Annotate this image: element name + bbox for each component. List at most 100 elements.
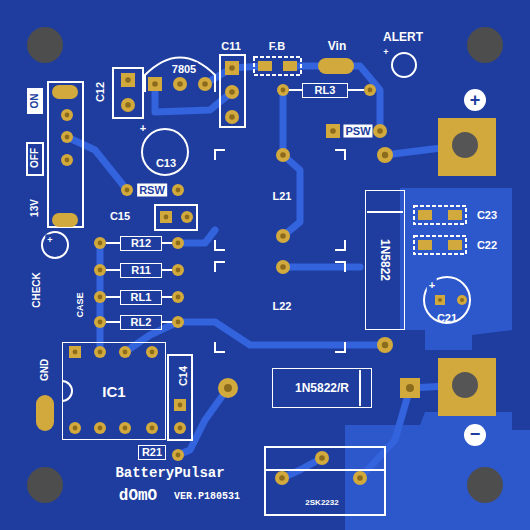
transistor-outline xyxy=(265,447,385,515)
led-outline xyxy=(392,53,416,77)
round-pad xyxy=(172,264,184,276)
round-pad xyxy=(146,422,158,434)
part-label: 2SK2232 xyxy=(303,498,340,508)
copper-trace xyxy=(67,137,127,190)
square-pad xyxy=(148,77,162,91)
board-title: BatteryPulsar xyxy=(113,465,226,481)
drill-hole xyxy=(185,215,190,220)
round-pad xyxy=(121,98,135,112)
polarity-mark: + xyxy=(45,235,54,246)
round-pad xyxy=(69,422,81,434)
smd-outline xyxy=(414,206,466,224)
capacitor-outline xyxy=(220,55,245,127)
part-label: R12 xyxy=(131,238,151,249)
inductor-outline xyxy=(215,262,345,352)
drill-hole xyxy=(382,152,388,158)
smd-pad xyxy=(258,61,272,71)
part-label: C22 xyxy=(475,239,499,252)
copper-trace xyxy=(283,264,360,271)
round-pad xyxy=(94,291,106,303)
terminal-pad xyxy=(438,358,496,416)
oval-pad xyxy=(318,58,354,74)
drill-hole xyxy=(98,426,103,431)
drill-hole xyxy=(406,384,414,392)
ic-outline: IC1 xyxy=(62,342,166,440)
part-label: R21 xyxy=(142,447,162,458)
oval-pad xyxy=(52,213,78,227)
drill-hole xyxy=(224,384,232,392)
drill-hole xyxy=(377,128,383,134)
inductor-outline xyxy=(215,150,345,250)
switch-outline xyxy=(48,82,83,227)
round-pad xyxy=(276,148,290,162)
drill-hole xyxy=(368,88,373,93)
mounting-hole xyxy=(27,27,63,63)
resistor-box: R11 xyxy=(120,263,162,278)
drill-hole xyxy=(460,298,464,302)
part-label: L21 xyxy=(271,190,294,203)
polarity-mark: + xyxy=(138,122,148,135)
round-pad xyxy=(364,84,376,96)
drill-hole xyxy=(98,295,103,300)
round-pad xyxy=(275,471,289,485)
part-label: 7805 xyxy=(170,63,198,76)
part-label: RSW xyxy=(137,184,167,197)
oval-pad xyxy=(36,395,54,431)
round-pad xyxy=(218,378,238,398)
round-pad xyxy=(172,184,184,196)
cathode-stripe xyxy=(359,370,361,406)
polarity-circle xyxy=(464,424,486,446)
round-pad xyxy=(353,471,367,485)
round-pad xyxy=(174,422,186,434)
capacitor-outline xyxy=(155,205,197,230)
drill-hole xyxy=(202,81,208,87)
round-pad xyxy=(198,77,212,91)
round-pad xyxy=(181,211,193,223)
transistor-tab-line xyxy=(265,469,385,471)
drill-hole xyxy=(98,320,103,325)
signal-label: ALERT xyxy=(381,30,425,44)
diode-body: 1N5822 xyxy=(365,190,405,330)
copper-trace xyxy=(178,322,385,345)
mounting-hole xyxy=(467,27,503,63)
drill-hole xyxy=(280,264,286,270)
drill-hole xyxy=(125,188,130,193)
smd-pad xyxy=(418,240,432,250)
drill-hole xyxy=(177,81,183,87)
square-pad xyxy=(400,378,420,398)
drill-hole xyxy=(176,320,181,325)
switch-label: OFF xyxy=(29,146,41,170)
round-pad xyxy=(225,110,239,124)
signal-label: CHECK xyxy=(31,270,43,310)
drill-hole xyxy=(73,350,78,355)
drill-hole xyxy=(281,88,286,93)
terminal-hole xyxy=(452,372,478,398)
drill-hole xyxy=(125,102,131,108)
oval-pad xyxy=(52,85,78,99)
part-label: C14 xyxy=(177,364,190,388)
version-text: VER.P180531 xyxy=(172,491,242,503)
led-outline xyxy=(42,232,68,258)
round-pad xyxy=(172,449,184,461)
polarity-circle xyxy=(464,89,486,111)
drill-hole xyxy=(176,268,181,273)
terminal-pad xyxy=(438,118,496,176)
smd-outline xyxy=(414,236,466,254)
drill-hole xyxy=(176,241,181,246)
round-pad xyxy=(94,346,106,358)
drill-hole xyxy=(150,350,155,355)
ferrite-outline xyxy=(254,57,301,75)
drill-hole xyxy=(123,426,128,431)
round-pad xyxy=(457,295,467,305)
resistor-box: RL1 xyxy=(120,290,162,305)
part-label: C13 xyxy=(154,157,178,170)
mounting-hole xyxy=(27,467,63,503)
logo-text: dOmO xyxy=(117,487,159,505)
drill-hole xyxy=(150,426,155,431)
drill-hole xyxy=(123,350,128,355)
drill-hole xyxy=(229,114,235,120)
round-pad xyxy=(173,77,187,91)
electrolytic-outline xyxy=(142,129,188,175)
